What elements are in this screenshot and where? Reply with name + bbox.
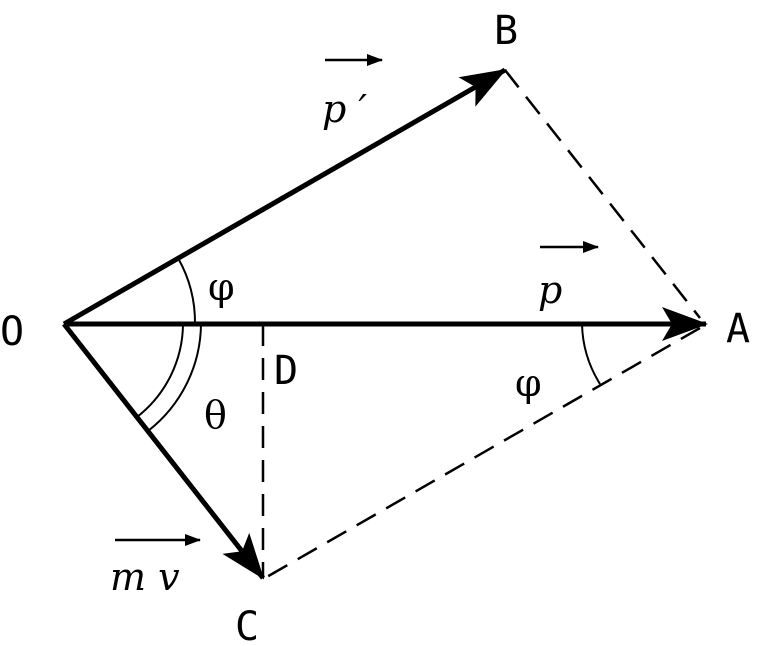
label-vector-p-prime: p ′ [322,87,367,131]
angle-arc-phi-top [177,257,197,325]
dashed-line-AC [264,326,701,580]
label-angle-theta: θ [204,393,227,437]
dashed-line-BA [504,69,701,319]
angle-arc-theta-outer [147,323,202,432]
label-point-D: D [274,348,298,394]
label-angle-phi-top: φ [208,265,235,309]
label-angle-phi-right: φ [515,361,542,405]
label-point-O: O [0,309,24,355]
vector-OB [62,67,507,327]
angle-arc-theta-inner [136,323,184,418]
angle-arc-phi-right [581,323,601,385]
vector-OC [62,322,265,580]
label-point-B: B [494,8,518,54]
label-vector-p: p [538,268,562,312]
label-point-A: A [726,306,750,352]
label-point-C: C [235,604,259,646]
label-vector-mv: m v [110,555,180,599]
